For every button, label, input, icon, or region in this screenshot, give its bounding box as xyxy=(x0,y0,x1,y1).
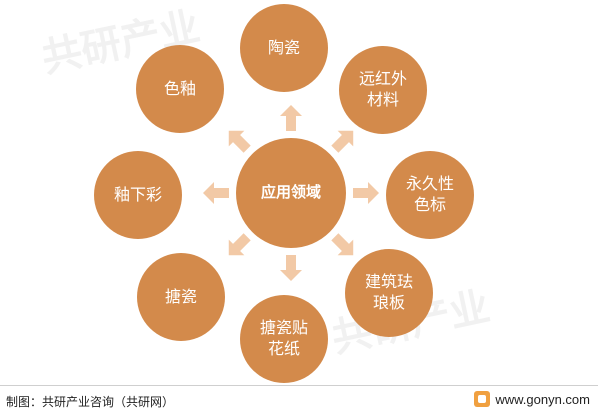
node-tangci: 搪瓷 xyxy=(137,253,225,341)
node-seyou: 色釉 xyxy=(136,45,224,133)
radial-arrow xyxy=(353,182,379,204)
node-youxiacai: 釉下彩 xyxy=(94,151,182,239)
website-text: www.gonyn.com xyxy=(495,391,590,407)
gonyn-logo-icon xyxy=(474,391,491,407)
center-label: 应用领域 xyxy=(260,183,321,202)
node-taoci: 陶瓷 xyxy=(240,4,328,92)
center-node: 应用领域 xyxy=(236,138,346,248)
radial-arrow xyxy=(228,233,251,256)
radial-arrow xyxy=(228,130,251,153)
node-yuanhongwai: 远红外 材料 xyxy=(339,46,427,134)
node-yongjiu: 永久性 色标 xyxy=(386,151,474,239)
node-label: 陶瓷 xyxy=(267,37,300,57)
node-jianzhu: 建筑珐 琅板 xyxy=(345,249,433,337)
node-label: 搪瓷贴 花纸 xyxy=(259,318,308,358)
node-label: 永久性 色标 xyxy=(405,174,454,214)
radial-arrow xyxy=(280,255,302,281)
node-label: 色釉 xyxy=(163,78,196,98)
radial-arrow xyxy=(280,105,302,131)
node-label: 釉下彩 xyxy=(113,184,162,204)
node-tangci-tiehua: 搪瓷贴 花纸 xyxy=(240,295,328,383)
node-label: 搪瓷 xyxy=(164,286,197,306)
footer-divider xyxy=(0,385,598,386)
node-label: 远红外 材料 xyxy=(358,69,407,109)
radial-arrow xyxy=(331,130,354,153)
radial-arrow xyxy=(331,233,354,256)
radial-arrow xyxy=(203,182,229,204)
node-label: 建筑珐 琅板 xyxy=(364,272,413,312)
website-credit: www.gonyn.com xyxy=(474,391,590,407)
source-note: 制图：共研产业咨询（共研网） xyxy=(6,395,175,409)
